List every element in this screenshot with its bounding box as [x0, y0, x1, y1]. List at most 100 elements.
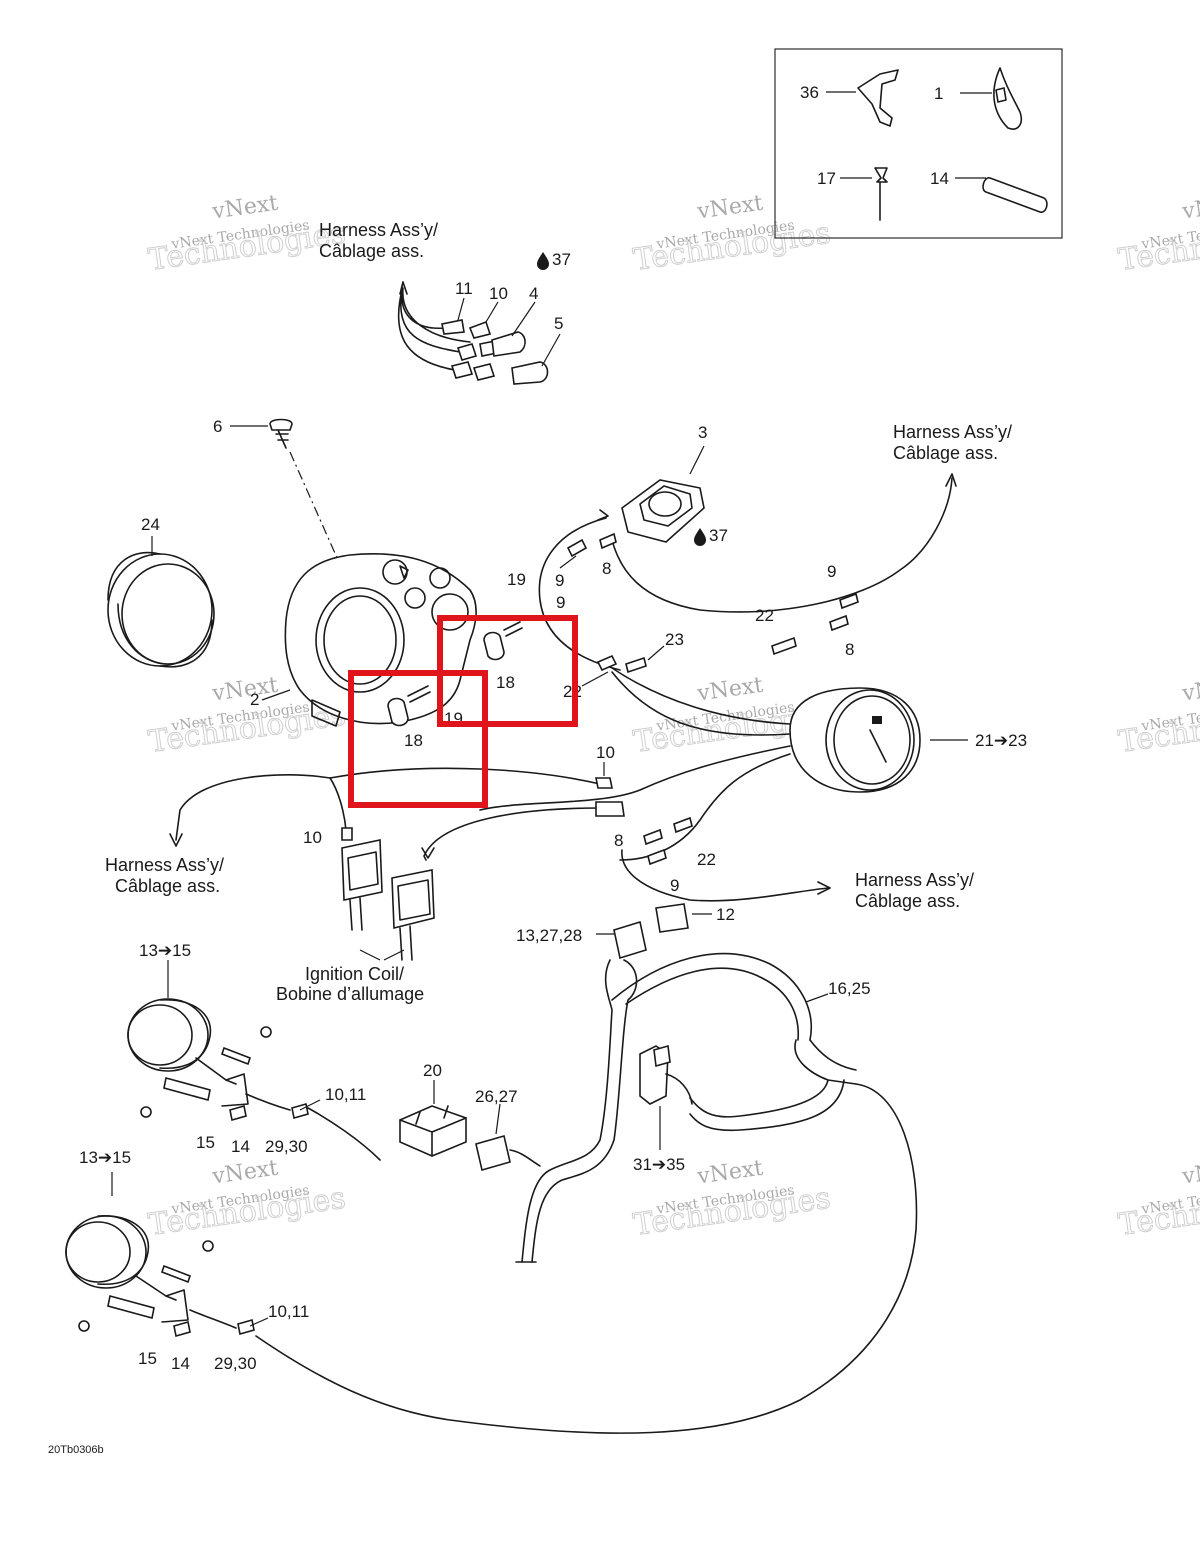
rivet-17[interactable] [874, 167, 888, 221]
cable-tie-head [995, 87, 1007, 103]
headlight-upper-group: 13➔15 10,11 15 14 29,30 [127, 941, 381, 1161]
callout-5: 5 [554, 314, 563, 333]
svg-text:vNext: vNext [695, 191, 765, 225]
ignition-group: Harness Ass’y/ Câblage ass. 10 10 Igniti… [105, 743, 625, 1004]
svg-text:vNext: vNext [1180, 673, 1200, 707]
callout-20: 20 [423, 1061, 442, 1080]
callout-24: 24 [141, 515, 160, 534]
center-wiring: Harness Ass’y/ Câblage ass. 8 9 9 19 9 8… [387, 422, 1012, 750]
svg-text:Technologies: Technologies [631, 1181, 832, 1243]
connector-13[interactable] [613, 920, 647, 960]
console-housing-2[interactable] [284, 552, 477, 725]
right-connectors: 8 22 9 Harness Ass’y/ Câblage ass. 12 13… [516, 816, 974, 960]
svg-text:Technologies: Technologies [631, 216, 832, 278]
svg-text:Technologies: Technologies [146, 1181, 347, 1243]
terminal-9c[interactable] [839, 592, 859, 610]
highlight-box-18-lower [348, 670, 488, 808]
callout-17: 17 [817, 169, 836, 188]
callout-9-d: 9 [670, 876, 679, 895]
hardware-inset: 36 1 17 14 [774, 48, 1063, 239]
callout-31-35: 31➔35 [633, 1155, 685, 1174]
callout-2: 2 [250, 690, 259, 709]
callout-23: 23 [665, 630, 684, 649]
connector-10c[interactable] [341, 827, 353, 841]
callout-16-25: 16,25 [828, 979, 871, 998]
callout-8-b: 8 [845, 640, 854, 659]
callout-1: 1 [934, 84, 943, 103]
callout-21: 21➔23 [975, 731, 1027, 750]
callout-11: 11 [455, 279, 473, 298]
callout-8-c: 8 [614, 831, 623, 850]
bezel-24[interactable]: 24 [107, 515, 215, 668]
callout-8-a: 8 [602, 559, 611, 578]
main-harness-16: 16,25 [255, 952, 918, 1434]
screw-6[interactable] [269, 418, 293, 431]
gauge-21-group: 21➔23 [479, 687, 1027, 861]
callout-15-a: 15 [196, 1133, 215, 1152]
loctite-drop-icon [537, 252, 549, 270]
callout-9-c: 9 [827, 562, 836, 581]
terminal-8a[interactable] [599, 532, 617, 550]
callout-22-a: 22 [755, 606, 774, 625]
callout-4: 4 [529, 284, 538, 303]
callout-18-a: 18 [496, 673, 515, 692]
tube-14[interactable] [982, 177, 1048, 213]
terminal-22a[interactable] [771, 636, 797, 656]
bulb-4[interactable] [491, 331, 526, 357]
bracket-36[interactable] [857, 69, 899, 127]
connector-10b[interactable] [595, 777, 613, 789]
gauge-opening [315, 587, 405, 693]
harness-label-top-right-2: Câblage ass. [893, 443, 998, 463]
callout-12: 12 [716, 905, 735, 924]
loctite-drop-icon-2 [694, 528, 706, 546]
terminal-23[interactable] [625, 656, 647, 674]
terminal-22c[interactable] [673, 816, 693, 834]
connector-12[interactable] [655, 903, 689, 933]
relay-group: 20 26,27 31➔35 [399, 1044, 693, 1174]
svg-text:Technologies: Technologies [1116, 698, 1200, 760]
harness-label-mid-left-1: Harness Ass’y/ [105, 855, 224, 875]
callout-10-b: 10 [596, 743, 615, 762]
svg-text:vNext: vNext [210, 673, 280, 707]
callout-22-c: 22 [697, 850, 716, 869]
callout-19-a: 19 [507, 570, 526, 589]
svg-text:vNext: vNext [1180, 1156, 1200, 1190]
callout-6: 6 [213, 417, 222, 436]
svg-text:vNext: vNext [695, 673, 765, 707]
callout-10: 10 [489, 284, 508, 303]
bulb-5[interactable] [511, 361, 549, 385]
terminal-8c[interactable] [643, 828, 663, 846]
svg-text:Technologies: Technologies [146, 216, 347, 278]
headlight-lower[interactable] [65, 1215, 147, 1289]
callout-36: 36 [800, 83, 819, 102]
callout-9-b: 9 [556, 593, 565, 612]
callout-3: 3 [698, 423, 707, 442]
callout-10-c: 10 [303, 828, 322, 847]
connector-26[interactable] [475, 1134, 511, 1172]
harness-label-top-right-1: Harness Ass’y/ [893, 422, 1012, 442]
callout-29-30-a: 29,30 [265, 1137, 308, 1156]
terminal-8b[interactable] [829, 614, 849, 632]
inset-frame [774, 48, 1063, 239]
callout-9-a: 9 [555, 571, 564, 590]
bulb-socket-18b[interactable] [387, 697, 409, 727]
svg-text:Technologies: Technologies [1116, 1181, 1200, 1243]
svg-text:vNext: vNext [210, 191, 280, 225]
callout-18-b: 18 [404, 731, 423, 750]
cable-tie-1[interactable] [993, 67, 1023, 130]
harness-label-top-left-1: Harness Ass’y/ [319, 220, 438, 240]
watermark-group: vNext vNext Technologies Technologies vN… [146, 191, 1200, 1244]
ignition-label-1: Ignition Coil/ [305, 964, 404, 984]
switch-3[interactable] [621, 479, 705, 543]
headlight-lower-group: 13➔15 10,11 15 14 29,30 [65, 1148, 309, 1373]
callout-10-11-a: 10,11 [325, 1085, 366, 1104]
gauge-21[interactable] [789, 687, 921, 793]
bulb-socket-18a[interactable] [483, 631, 505, 661]
connector-plug[interactable] [595, 801, 625, 817]
callout-37-b: 37 [709, 526, 728, 545]
terminal-9a[interactable] [566, 538, 588, 558]
terminal-9d[interactable] [647, 848, 667, 866]
callout-13-27-28: 13,27,28 [516, 926, 582, 945]
